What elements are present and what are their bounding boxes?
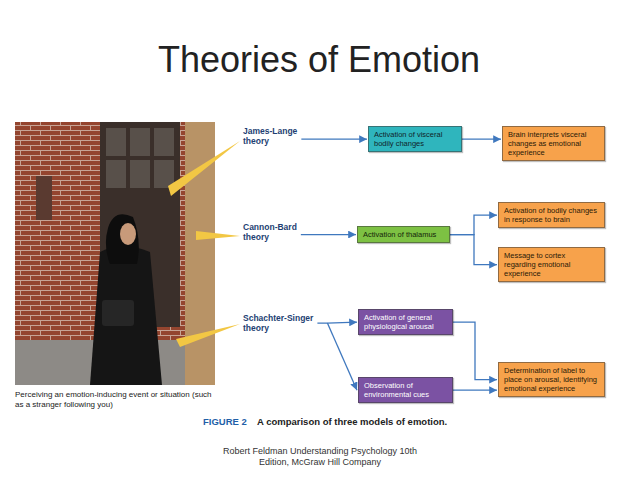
leader-arrow	[327, 323, 357, 390]
process-box: Message to cortex regarding emotional ex…	[498, 247, 605, 282]
process-box: Activation of general physiological arou…	[358, 309, 453, 335]
process-box: Activation of thalamus	[357, 226, 450, 243]
box-text: Activation of general physiological arou…	[364, 313, 447, 331]
pointer-wedge	[196, 231, 240, 240]
flow-arrow	[450, 215, 497, 234]
box-text: Activation of thalamus	[363, 230, 444, 239]
theory-name: Cannon-Bard theory	[243, 222, 323, 242]
wall-vent	[36, 176, 52, 220]
leader-arrow	[317, 321, 357, 323]
leader-arrow	[301, 138, 367, 139]
woman-coat	[90, 246, 162, 385]
brick-wall	[15, 122, 215, 385]
flow-arrow	[450, 235, 497, 265]
pointer-wedge	[168, 141, 240, 196]
photo-caption: Perceiving an emotion-inducing event or …	[15, 390, 220, 410]
slide-title: Theories of Emotion	[0, 38, 638, 81]
source-note: Robert Feldman Understanding Psychology …	[215, 446, 425, 469]
box-text: Determination of label to place on arous…	[504, 366, 599, 393]
process-box: Activation of visceral bodily changes	[368, 126, 462, 152]
box-text: Message to cortex regarding emotional ex…	[504, 251, 599, 278]
flow-arrow	[453, 322, 497, 380]
door-panes	[106, 128, 174, 188]
theory-name: Schachter-Singer theory	[243, 313, 325, 333]
woman-hair	[106, 214, 139, 264]
woman-face	[120, 223, 136, 245]
box-text: Activation of visceral bodily changes	[374, 130, 456, 148]
box-text: Brain interprets visceral changes as emo…	[508, 130, 599, 157]
process-box: Activation of bodily changes in response…	[498, 202, 605, 228]
box-text: Activation of bodily changes in response…	[504, 206, 599, 224]
process-box: Brain interprets visceral changes as emo…	[502, 126, 605, 161]
theory-name: James-Lange theory	[243, 126, 323, 146]
figure-number: FIGURE 2	[203, 416, 247, 427]
process-box: Determination of label to place on arous…	[498, 362, 605, 397]
leader-arrow	[301, 234, 356, 235]
handbag	[102, 300, 134, 326]
flow-arrow	[462, 138, 501, 139]
flow-arrow	[453, 389, 497, 390]
pointer-wedge	[176, 324, 240, 347]
process-box: Observation of environmental cues	[358, 377, 453, 403]
figure-caption: A comparison of three models of emotion.	[257, 416, 447, 427]
box-text: Observation of environmental cues	[364, 381, 447, 399]
